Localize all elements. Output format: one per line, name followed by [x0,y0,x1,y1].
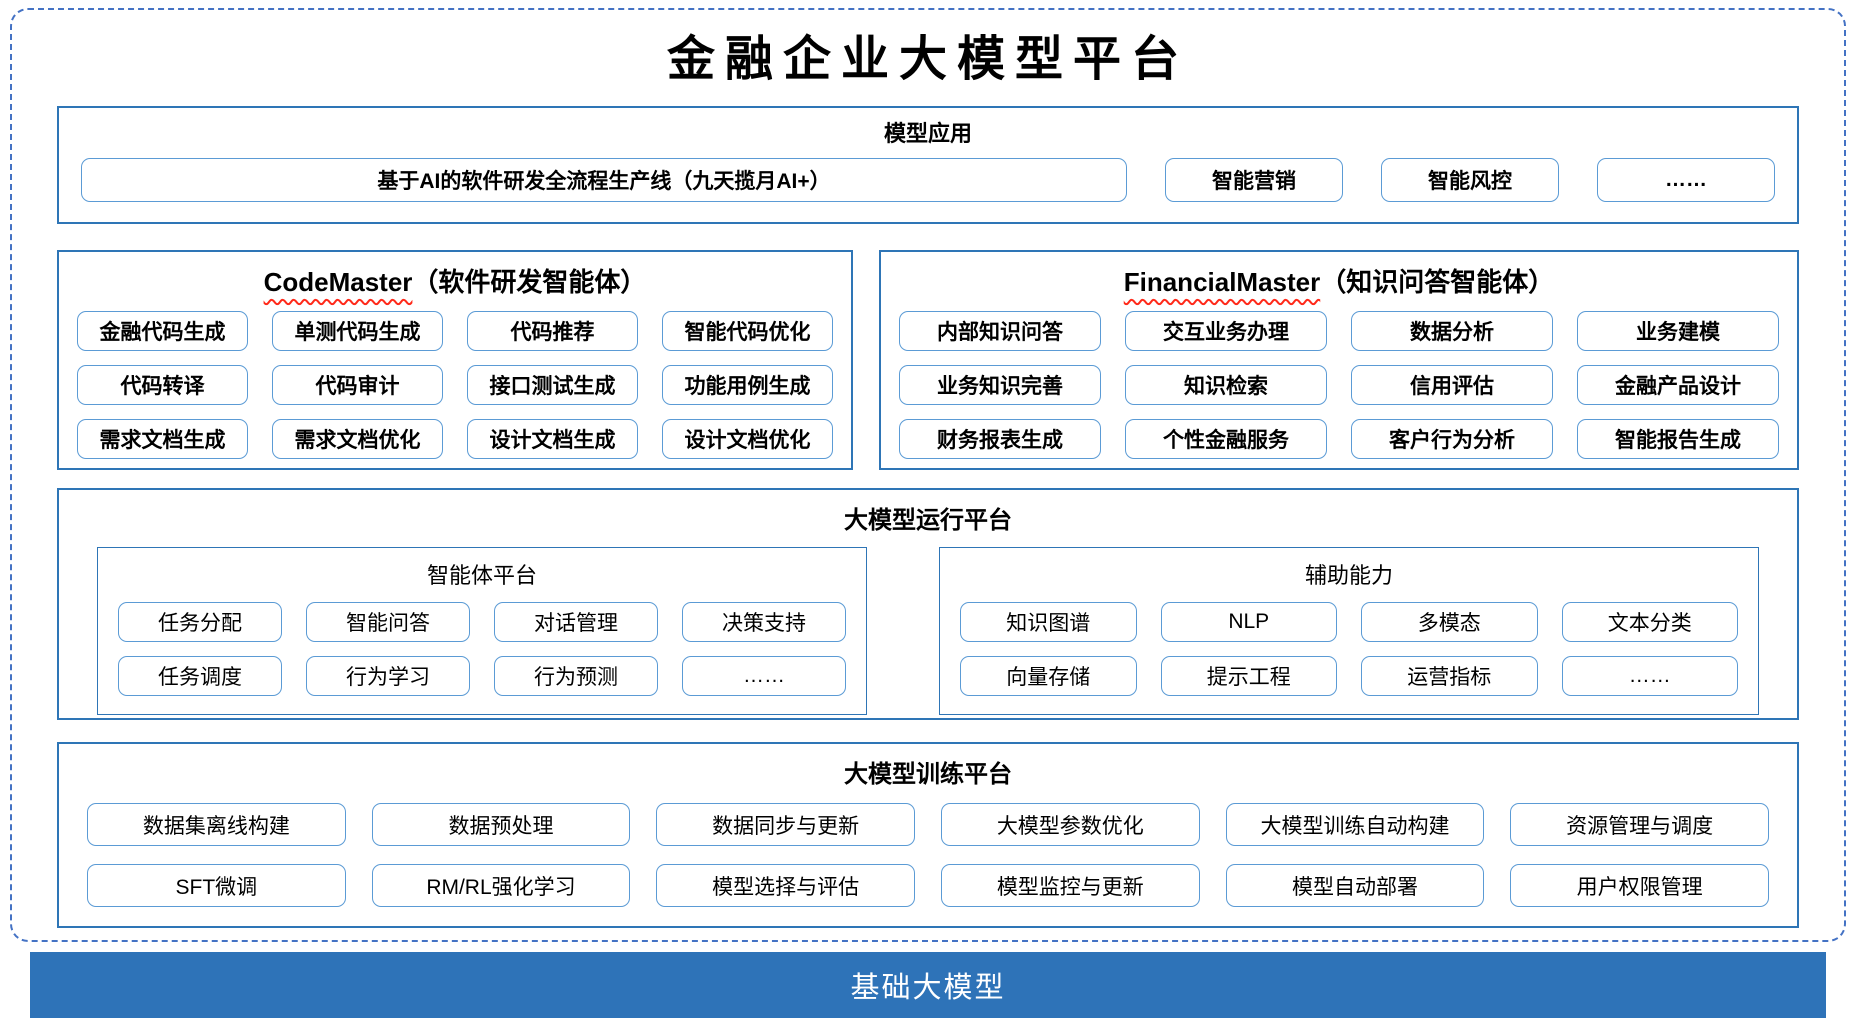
agents-row: CodeMaster（软件研发智能体） 金融代码生成单测代码生成代码推荐智能代码… [57,250,1799,471]
runtime-platform-header: 大模型运行平台 [844,507,1012,535]
capability-box: 内部知识问答 [899,311,1101,352]
agent-platform-header: 智能体平台 [426,563,537,589]
code-master-title: CodeMaster（软件研发智能体） [77,262,833,299]
capability-box: 对话管理 [494,602,658,643]
capability-box: 数据集离线构建 [87,803,346,847]
financial-master-title-zh: （知识问答智能体） [1320,267,1555,298]
capability-box: 运营指标 [1361,656,1538,697]
section-model-applications: 模型应用 基于AI的软件研发全流程生产线（九天揽月AI+） 智能营销 智能风控 … [57,106,1799,225]
capability-box: SFT微调 [87,864,346,908]
capability-box: 数据同步与更新 [656,803,915,847]
capability-box: 智能报告生成 [1577,419,1779,460]
capability-box: 客户行为分析 [1351,419,1553,460]
capability-box: 行为学习 [306,656,470,697]
capability-box: 用户权限管理 [1510,864,1769,908]
aux-ability-grid: 知识图谱 NLP 多模态文本分类向量存储提示工程运营指标 …… [960,602,1738,697]
app-box-ai-pipeline: 基于AI的软件研发全流程生产线（九天揽月AI+） [81,158,1127,203]
capability-box: 知识图谱 [960,602,1137,643]
capability-box: 需求文档生成 [77,419,248,460]
capability-box: 代码审计 [272,365,443,406]
capability-box: 单测代码生成 [272,311,443,352]
runtime-row: 智能体平台 任务分配智能问答对话管理决策支持任务调度行为学习行为预测 …… 辅助能… [59,535,1797,716]
capability-box: 业务知识完善 [899,365,1101,406]
capability-box: 业务建模 [1577,311,1779,352]
capability-box: 任务分配 [118,602,282,643]
capability-box: RM/RL强化学习 [371,864,631,908]
capability-box: 设计文档优化 [662,419,833,460]
capability-box: 金融产品设计 [1577,365,1779,406]
base-model-bar: 基础大模型 [30,952,1826,1018]
capability-box: 提示工程 [1160,656,1337,697]
section-training-platform: 大模型训练平台 数据集离线构建数据预处理数据同步与更新大模型参数优化大模型训练自… [57,742,1799,929]
capability-box: 向量存储 [960,656,1137,697]
capability-box: 代码推荐 [467,311,638,352]
capability-box: 大模型参数优化 [940,803,1200,847]
financial-master-title-en: FinancialMaster [1123,267,1321,298]
subpanel-agent-platform: 智能体平台 任务分配智能问答对话管理决策支持任务调度行为学习行为预测 …… [97,547,867,716]
capability-box: 文本分类 [1561,602,1738,643]
model-applications-header: 模型应用 [883,121,972,147]
platform-frame: 金融企业大模型平台 模型应用 基于AI的软件研发全流程生产线（九天揽月AI+） … [10,8,1846,942]
capability-box: 功能用例生成 [662,365,833,406]
app-box-more: …… [1597,158,1775,203]
capability-box: NLP [1160,602,1337,643]
page-title: 金融企业大模型平台 [666,31,1189,87]
code-master-title-en: CodeMaster [263,267,413,298]
capability-box: 资源管理与调度 [1510,803,1769,847]
model-applications-row: 基于AI的软件研发全流程生产线（九天揽月AI+） 智能营销 智能风控 …… [81,158,1775,203]
training-platform-header: 大模型训练平台 [844,761,1012,789]
capability-box: 个性金融服务 [1125,419,1327,460]
financial-master-title: FinancialMaster（知识问答智能体） [899,262,1779,299]
agent-platform-grid: 任务分配智能问答对话管理决策支持任务调度行为学习行为预测 …… [118,602,846,697]
capability-box: 数据预处理 [371,803,631,847]
training-platform-grid: 数据集离线构建数据预处理数据同步与更新大模型参数优化大模型训练自动构建资源管理与… [87,803,1769,908]
capability-box: 智能问答 [306,602,470,643]
capability-box: 金融代码生成 [77,311,248,352]
panel-financial-master: FinancialMaster（知识问答智能体） 内部知识问答交互业务办理数据分… [879,250,1799,471]
app-box-risk-control: 智能风控 [1381,158,1559,203]
capability-box: 知识检索 [1125,365,1327,406]
capability-box: 数据分析 [1351,311,1553,352]
capability-box: 财务报表生成 [899,419,1101,460]
subpanel-aux-ability: 辅助能力 知识图谱 NLP 多模态文本分类向量存储提示工程运营指标 …… [939,547,1759,716]
capability-box: 多模态 [1361,602,1538,643]
capability-box: 行为预测 [494,656,658,697]
app-box-marketing: 智能营销 [1165,158,1343,203]
aux-ability-header: 辅助能力 [1304,563,1393,589]
capability-box: 需求文档优化 [272,419,443,460]
capability-box: 模型监控与更新 [940,864,1200,908]
capability-box: 决策支持 [682,602,846,643]
capability-box: 模型选择与评估 [656,864,915,908]
capability-box: 智能代码优化 [662,311,833,352]
capability-box: 交互业务办理 [1125,311,1327,352]
capability-box: 信用评估 [1351,365,1553,406]
code-master-title-zh: （软件研发智能体） [412,267,647,298]
capability-box: 设计文档生成 [467,419,638,460]
capability-box: 任务调度 [118,656,282,697]
capability-box: …… [1561,656,1738,697]
section-runtime-platform: 大模型运行平台 智能体平台 任务分配智能问答对话管理决策支持任务调度行为学习行为… [57,488,1799,721]
capability-box: 接口测试生成 [467,365,638,406]
capability-box: …… [682,656,846,697]
panel-code-master: CodeMaster（软件研发智能体） 金融代码生成单测代码生成代码推荐智能代码… [57,250,853,471]
capability-box: 代码转译 [77,365,248,406]
base-model-label: 基础大模型 [850,972,1006,1004]
financial-master-grid: 内部知识问答交互业务办理数据分析业务建模业务知识完善知识检索信用评估金融产品设计… [899,311,1779,460]
capability-box: 大模型训练自动构建 [1225,803,1485,847]
code-master-grid: 金融代码生成单测代码生成代码推荐智能代码优化代码转译代码审计接口测试生成功能用例… [77,311,833,460]
capability-box: 模型自动部署 [1225,864,1485,908]
